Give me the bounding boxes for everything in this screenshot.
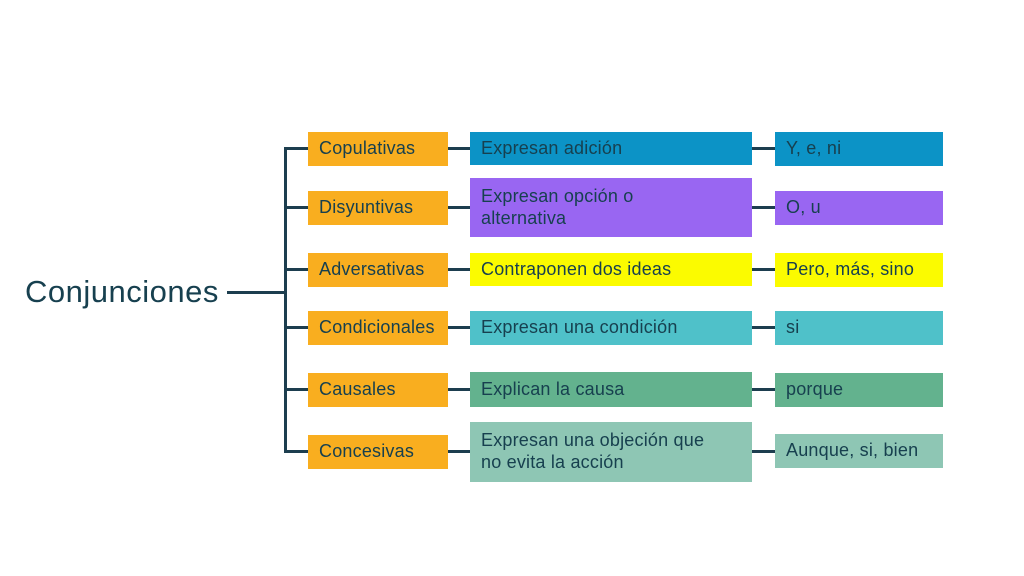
examples-box: Y, e, ni — [775, 132, 943, 166]
connector-description-examples — [752, 388, 775, 391]
connector-trunk-category — [286, 450, 308, 453]
connector-trunk-category — [286, 326, 308, 329]
category-box: Disyuntivas — [308, 191, 448, 225]
examples-label: porque — [786, 379, 844, 400]
examples-label: O, u — [786, 197, 821, 218]
description-line-2: no evita la acción — [481, 452, 624, 472]
examples-label: si — [786, 317, 800, 338]
category-label: Condicionales — [319, 317, 435, 338]
examples-label: Y, e, ni — [786, 138, 842, 159]
category-box: Concesivas — [308, 435, 448, 469]
description-label: Expresan opción o alternativa — [481, 186, 634, 230]
examples-box: Pero, más, sino — [775, 253, 943, 287]
connector-trunk-category — [286, 206, 308, 209]
description-label: Expresan una condición — [481, 317, 678, 338]
description-label: Expresan adición — [481, 137, 623, 158]
description-box: Contraponen dos ideas — [470, 253, 752, 286]
connector-category-description — [448, 206, 470, 209]
trunk-connector-line — [284, 147, 287, 453]
category-box: Causales — [308, 373, 448, 407]
connector-category-description — [448, 268, 470, 271]
connector-trunk-category — [286, 147, 308, 150]
examples-box: O, u — [775, 191, 943, 225]
description-box: Expresan una condición — [470, 311, 752, 345]
connector-description-examples — [752, 268, 775, 271]
category-box: Condicionales — [308, 311, 448, 345]
examples-label: Pero, más, sino — [786, 259, 915, 280]
category-label: Concesivas — [319, 441, 415, 462]
connector-category-description — [448, 388, 470, 391]
connector-trunk-category — [286, 268, 308, 271]
root-connector-line — [227, 291, 284, 294]
category-label: Disyuntivas — [319, 197, 414, 218]
examples-label: Aunque, si, bien — [786, 440, 919, 461]
connector-description-examples — [752, 450, 775, 453]
category-label: Copulativas — [319, 138, 416, 159]
category-label: Adversativas — [319, 259, 425, 280]
category-box: Copulativas — [308, 132, 448, 166]
category-box: Adversativas — [308, 253, 448, 287]
connector-category-description — [448, 326, 470, 329]
connector-category-description — [448, 450, 470, 453]
description-line-1: Expresan una objeción que — [481, 430, 705, 451]
connector-trunk-category — [286, 388, 308, 391]
diagram-root-label: Conjunciones — [25, 274, 219, 309]
connector-category-description — [448, 147, 470, 150]
category-label: Causales — [319, 379, 396, 400]
description-box: Expresan opción o alternativa — [470, 178, 752, 237]
connector-description-examples — [752, 326, 775, 329]
description-label: Explican la causa — [481, 378, 625, 399]
description-box: Expresan una objeción que no evita la ac… — [470, 422, 752, 482]
connector-description-examples — [752, 206, 775, 209]
description-label: Expresan una objeción que no evita la ac… — [481, 430, 704, 474]
description-line-2: alternativa — [481, 207, 567, 228]
examples-box: porque — [775, 373, 943, 407]
examples-box: Aunque, si, bien — [775, 434, 943, 468]
description-line-1: Expresan opción o — [481, 185, 634, 206]
description-box: Explican la causa — [470, 372, 752, 407]
connector-description-examples — [752, 147, 775, 150]
description-label: Contraponen dos ideas — [481, 258, 672, 279]
description-box: Expresan adición — [470, 132, 752, 165]
examples-box: si — [775, 311, 943, 345]
